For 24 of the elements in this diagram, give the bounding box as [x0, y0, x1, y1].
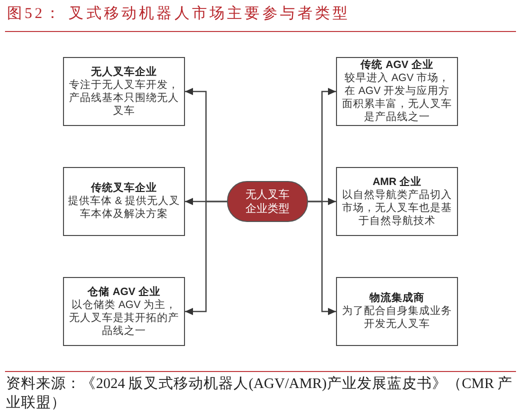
source-note: 资料来源：《2024 版叉式移动机器人(AGV/AMR)产业发展蓝皮书》（CMR 产业联盟）: [6, 375, 514, 413]
category-box: [336, 277, 458, 346]
box-heading: 传统叉车企业: [91, 182, 157, 195]
box-heading: AMR 企业: [372, 176, 422, 188]
pill-label: 无人叉车企业类型: [244, 188, 290, 216]
box-description: 提供车体 & 提供无人叉车本体及解决方案: [68, 195, 180, 221]
category-box: [63, 57, 185, 126]
box-heading: 传统 AGV 企业: [360, 59, 434, 72]
box-heading: 仓储 AGV 企业: [88, 286, 160, 298]
box-description: 较早进入 AGV 市场，在 AGV 开发与应用方面积累丰富，无人叉车是产品线之一: [341, 72, 453, 124]
box-description: 为了配合自身集成业务开发无人叉车: [341, 305, 453, 331]
box-description: 以仓储类 AGV 为主，无人叉车是其开拓的产品线之一: [68, 298, 180, 338]
box-description: 专注于无人叉车开发，产品线基本只围绕无人叉车: [68, 78, 180, 118]
box-heading: 物流集成商: [370, 292, 424, 305]
category-box: [63, 167, 185, 236]
arrow: [308, 200, 336, 316]
figure-title: 图52： 叉式移动机器人市场主要参与者类型: [7, 4, 350, 24]
category-box: [336, 167, 458, 236]
category-box: [63, 277, 185, 346]
arrow: [185, 200, 227, 316]
box-heading: 无人叉车企业: [91, 66, 157, 78]
box-description: 以自然导航类产品切入市场，无人叉车也是基于自然导航技术: [341, 188, 453, 228]
category-pill: [227, 181, 308, 222]
category-box: [336, 57, 458, 126]
